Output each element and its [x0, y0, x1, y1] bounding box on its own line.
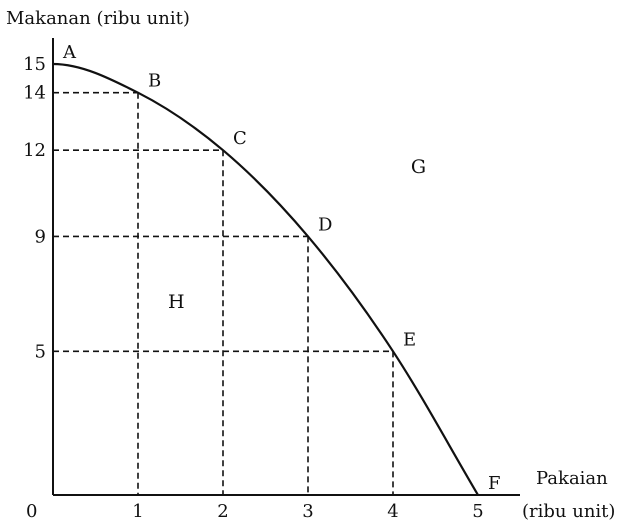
- axes: [52, 38, 520, 496]
- x-tick-label-4: 4: [387, 501, 398, 522]
- origin-label: 0: [26, 501, 37, 522]
- x-tick-label-1: 1: [132, 501, 143, 522]
- y-tick-label-9: 9: [35, 226, 46, 247]
- y-axis-title: Makanan (ribu unit): [6, 8, 190, 29]
- point-label-d: D: [318, 214, 332, 235]
- y-tick-label-5: 5: [35, 341, 46, 362]
- point-label-e: E: [403, 329, 416, 350]
- y-tick-label-12: 12: [23, 140, 46, 161]
- y-tick-label-14: 14: [23, 83, 46, 104]
- curve-layer: [52, 62, 479, 496]
- region-label-h: H: [168, 291, 185, 313]
- guide-lines: [53, 91, 394, 495]
- region-labels: GH: [168, 156, 426, 313]
- x-tick-label-2: 2: [217, 501, 228, 522]
- point-label-f: F: [488, 473, 501, 494]
- x-tick-label-5: 5: [472, 501, 483, 522]
- x-tick-label-3: 3: [302, 501, 313, 522]
- ppf-curve: [52, 62, 479, 496]
- x-axis-title-line2: (ribu unit): [522, 501, 615, 522]
- point-label-b: B: [148, 71, 161, 92]
- point-label-a: A: [62, 42, 77, 63]
- point-labels: A B C D E F: [62, 42, 501, 494]
- point-label-c: C: [233, 128, 247, 149]
- x-axis-title-line1: Pakaian: [536, 468, 608, 489]
- y-tick-label-15: 15: [23, 54, 46, 75]
- region-label-g: G: [411, 156, 426, 178]
